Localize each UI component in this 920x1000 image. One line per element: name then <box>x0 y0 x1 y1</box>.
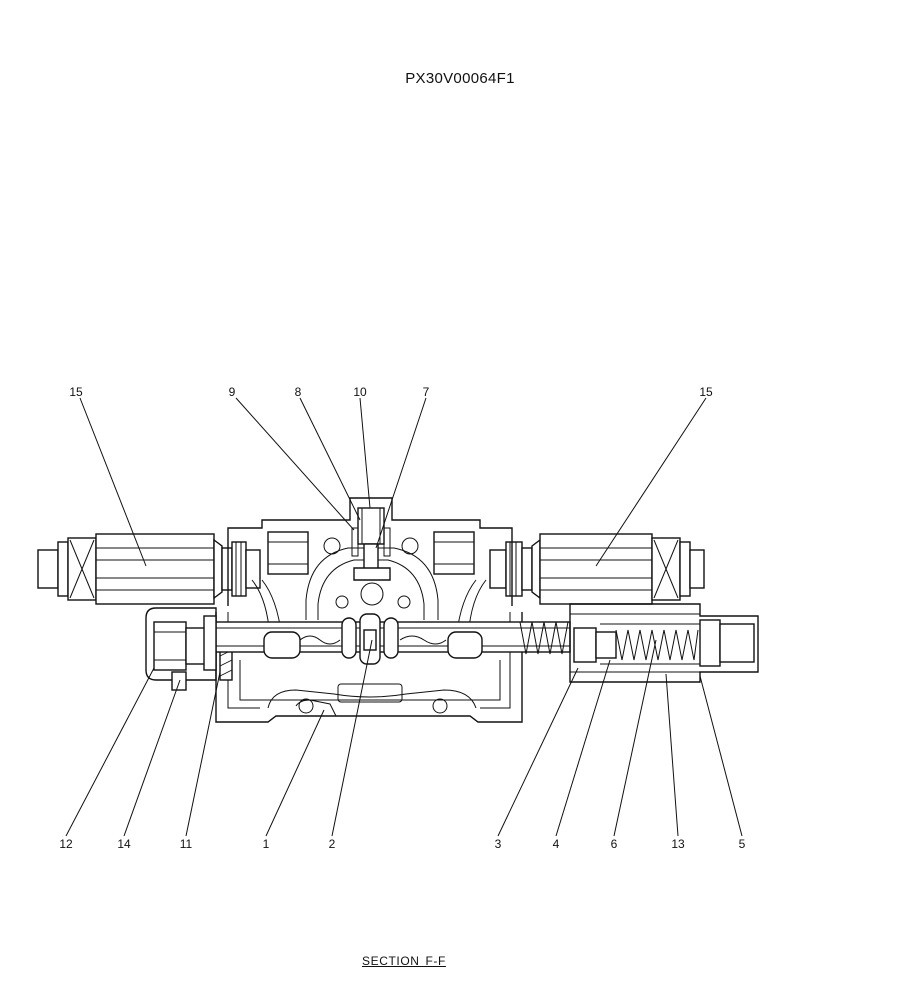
main-spool <box>209 613 571 665</box>
left-solenoid <box>37 533 261 605</box>
leader-lines <box>65 397 743 837</box>
right-solenoid <box>489 533 705 605</box>
callout-14: 14 <box>117 837 131 851</box>
drawing-id: PX30V00064F1 <box>405 70 515 87</box>
callout-labels: 15 9 8 10 7 15 12 14 11 1 2 3 4 6 13 5 <box>59 385 745 851</box>
callout-11: 11 <box>180 837 193 851</box>
callout-15-right: 15 <box>699 385 713 399</box>
callout-8: 8 <box>295 385 302 399</box>
section-caption: SECTION F-F <box>362 954 446 968</box>
callout-3: 3 <box>495 837 502 851</box>
top-pilot-cap <box>351 507 391 581</box>
right-spring-housing <box>519 603 759 683</box>
callout-10: 10 <box>353 385 367 399</box>
callout-4: 4 <box>553 837 560 851</box>
callout-13: 13 <box>671 837 685 851</box>
callout-9: 9 <box>229 385 236 399</box>
callout-12: 12 <box>59 837 73 851</box>
callout-1: 1 <box>263 837 270 851</box>
callout-5: 5 <box>739 837 746 851</box>
return-spring <box>615 629 699 661</box>
callout-2: 2 <box>329 837 336 851</box>
callout-15-left: 15 <box>69 385 83 399</box>
callout-6: 6 <box>611 837 618 851</box>
callout-7: 7 <box>423 385 430 399</box>
left-end-cap <box>145 607 217 691</box>
